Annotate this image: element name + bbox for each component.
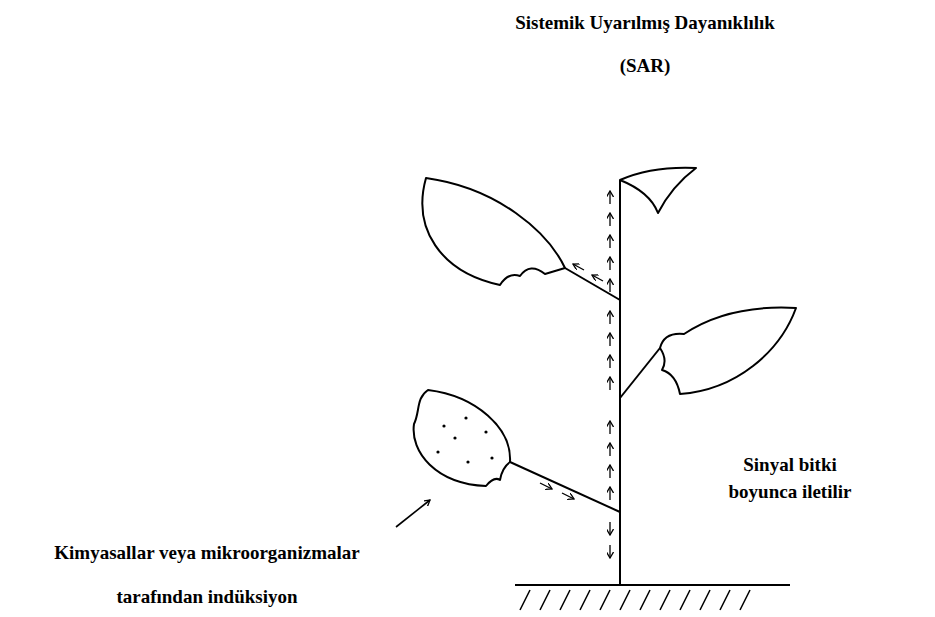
petiole bbox=[565, 268, 620, 300]
induction-dots bbox=[436, 416, 493, 463]
top-leaf bbox=[620, 168, 696, 213]
ground-hatch bbox=[520, 590, 750, 610]
pointer-arrow bbox=[396, 500, 430, 527]
stem bbox=[619, 180, 621, 585]
leaf bbox=[660, 308, 796, 394]
petiole bbox=[620, 348, 660, 398]
annotation-label: Kimyasallar veya mikroorganizmalar taraf… bbox=[34, 531, 380, 617]
induced-leaf bbox=[414, 390, 510, 486]
ground-line bbox=[515, 584, 790, 586]
diagram-title: Sistemik Uyarılmış Dayanıklılık (SAR) bbox=[497, 1, 793, 87]
annotation-label: Sinyal bitki boyunca iletilir bbox=[720, 451, 860, 505]
signal-arrows bbox=[540, 191, 610, 558]
leaf bbox=[422, 178, 565, 285]
petiole bbox=[510, 462, 620, 512]
